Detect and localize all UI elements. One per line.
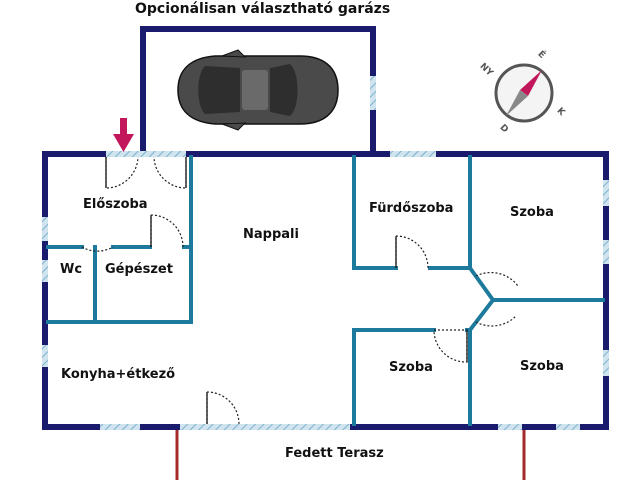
door-leaves — [105, 157, 468, 424]
interior-walls — [46, 155, 605, 426]
entrance-arrow-icon — [113, 118, 134, 152]
outer-windows — [42, 151, 609, 430]
garage-window — [370, 76, 376, 110]
room-label-szoba-s: Szoba — [389, 360, 433, 375]
room-label-gepeszet: Gépészet — [105, 262, 173, 277]
car-icon — [177, 49, 339, 131]
room-label-wc: Wc — [60, 262, 83, 277]
outer-walls — [42, 151, 609, 430]
room-label-konyha: Konyha+étkező — [61, 367, 176, 382]
room-label-nappali: Nappali — [243, 227, 299, 242]
door-swings — [81, 156, 519, 425]
room-label-furdoszoba: Fürdőszoba — [369, 201, 454, 216]
room-label-szoba-se: Szoba — [520, 359, 564, 374]
terrace-label: Fedett Terasz — [285, 446, 384, 461]
room-label-szoba-ne: Szoba — [510, 205, 554, 220]
garage-title: Opcionálisan választható garázs — [135, 1, 391, 17]
compass-icon — [494, 63, 554, 123]
room-label-eloszoba: Előszoba — [83, 197, 148, 212]
